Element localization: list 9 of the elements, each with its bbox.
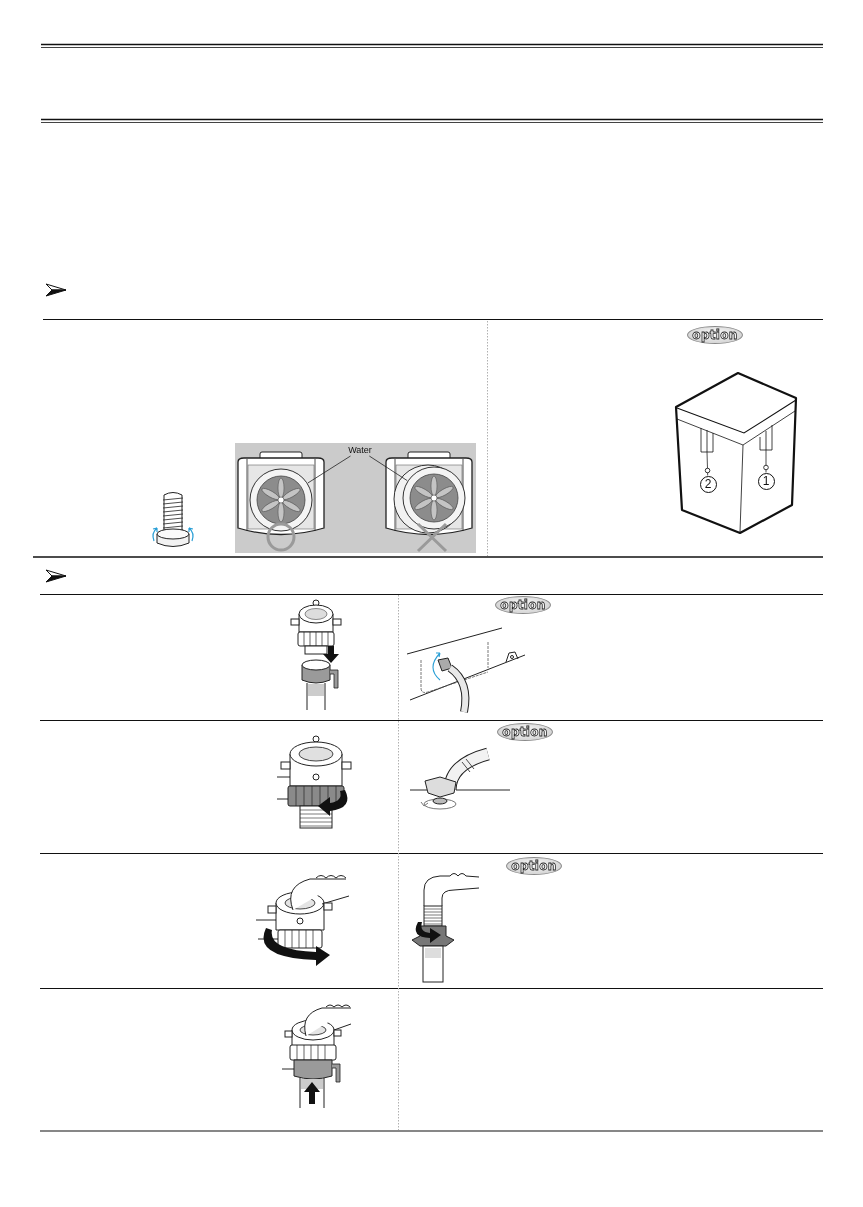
callout-label: Water [346, 444, 374, 456]
option-badge: option [506, 857, 562, 875]
option-badge: option [495, 596, 551, 614]
washer-tub-drawing [402, 466, 466, 530]
option-badge: option [687, 326, 743, 344]
leader-line [307, 455, 351, 484]
leader-line [368, 455, 408, 481]
option-badge: option [497, 723, 553, 741]
washer-tub-drawing [249, 468, 313, 532]
